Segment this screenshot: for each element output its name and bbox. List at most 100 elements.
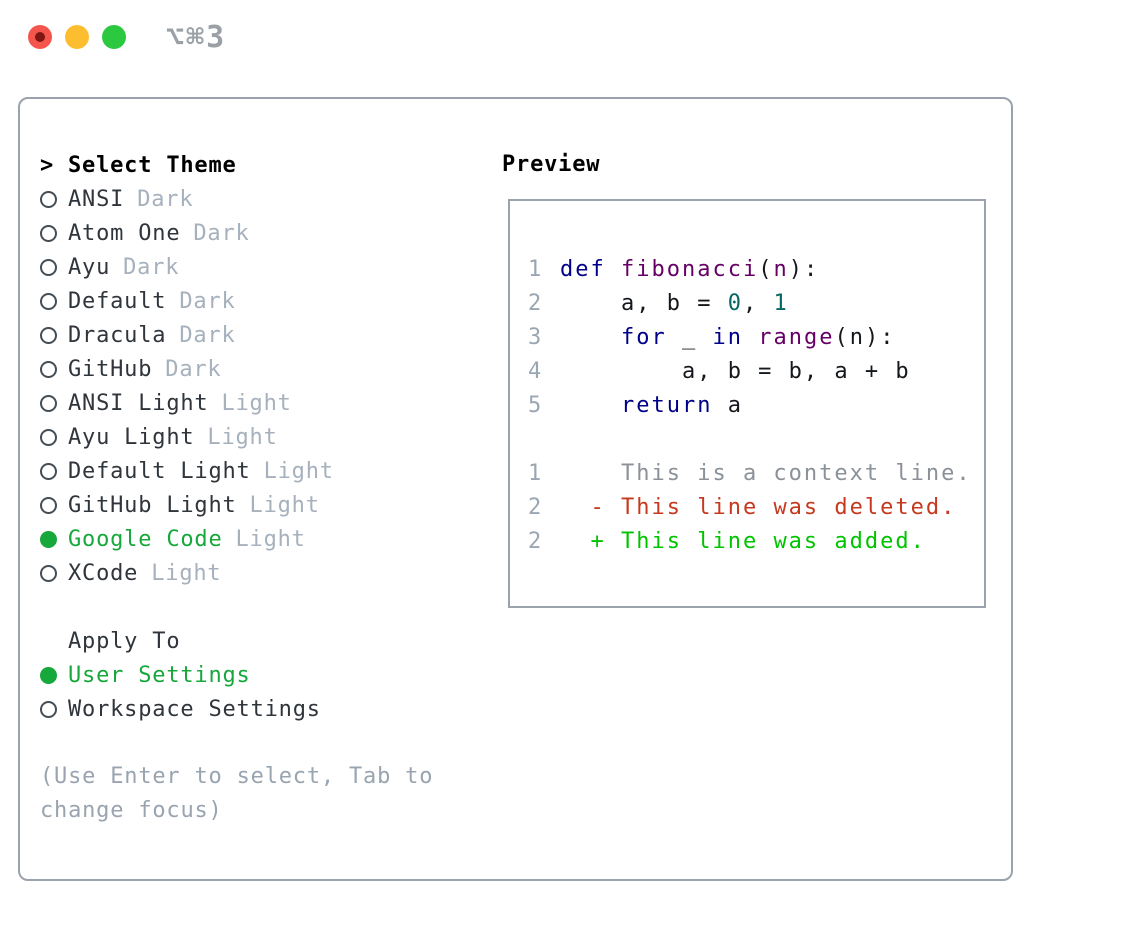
line-content: def fibonacci(n):	[560, 253, 819, 287]
radio-icon	[40, 462, 57, 480]
line-number: 2	[528, 529, 544, 554]
spacer	[40, 590, 480, 624]
theme-list-column: > Select Theme ANSI Dark Atom One Dark A…	[40, 148, 480, 828]
theme-name: GitHub Light	[68, 492, 237, 518]
apply-to-option[interactable]: User Settings	[40, 658, 480, 692]
code-segment: def	[560, 257, 606, 282]
theme-list-item[interactable]: Ayu Light Light	[40, 420, 480, 454]
line-content: - This line was deleted.	[560, 491, 956, 525]
theme-variant: Light	[207, 424, 278, 450]
minimize-button[interactable]	[65, 25, 89, 49]
code-segment: ,	[742, 291, 774, 316]
apply-option-name: User Settings	[68, 662, 251, 688]
theme-name: Ayu	[68, 254, 111, 280]
code-segment: This is a context line.	[620, 461, 972, 486]
radio-icon	[40, 564, 57, 582]
theme-name: ANSI	[68, 186, 125, 212]
code-segment: for	[620, 325, 667, 350]
close-button[interactable]	[28, 25, 52, 49]
theme-name: Atom One	[68, 220, 181, 246]
code-segment: ):	[788, 257, 820, 282]
code-segment	[560, 325, 621, 350]
line-number: 2	[528, 495, 544, 520]
prompt-caret-icon: >	[40, 152, 55, 178]
theme-variant: Dark	[193, 220, 250, 246]
preview-line: 3 for _ in range(n):	[528, 321, 984, 355]
theme-variant: Dark	[123, 254, 180, 280]
code-segment	[560, 495, 591, 520]
select-theme-header: > Select Theme	[40, 148, 480, 182]
line-number: 2	[528, 291, 544, 316]
code-segment: _	[666, 325, 713, 350]
theme-variant: Dark	[165, 356, 222, 382]
help-text: (Use Enter to select, Tab to change focu…	[40, 764, 434, 823]
apply-to-list: User Settings Workspace Settings	[40, 658, 480, 726]
code-segment: + This line was added.	[590, 529, 926, 554]
theme-variant: Light	[221, 390, 292, 416]
code-segment	[606, 257, 621, 282]
theme-list-item[interactable]: Google Code Light	[40, 522, 480, 556]
radio-icon	[40, 496, 57, 514]
line-number: 1	[528, 257, 544, 282]
theme-variant: Light	[263, 458, 334, 484]
theme-name: XCode	[68, 560, 139, 586]
theme-list-item[interactable]: ANSI Dark	[40, 182, 480, 216]
line-content: for _ in range(n):	[560, 321, 895, 355]
code-lines: 1 def fibonacci(n): 2 a, b = 0, 1 3 for …	[528, 253, 984, 423]
theme-variant: Light	[249, 492, 320, 518]
code-segment	[560, 393, 621, 418]
theme-list-item[interactable]: GitHub Dark	[40, 352, 480, 386]
preview-line: 2 a, b = 0, 1	[528, 287, 984, 321]
theme-list-item[interactable]: Default Dark	[40, 284, 480, 318]
theme-list-item[interactable]: GitHub Light Light	[40, 488, 480, 522]
code-segment: 0	[727, 291, 743, 316]
code-segment: a, b =	[560, 291, 728, 316]
line-number: 3	[528, 325, 544, 350]
radio-icon	[40, 326, 57, 344]
radio-icon	[40, 428, 57, 446]
line-content: a, b = 0, 1	[560, 287, 789, 321]
code-segment: n	[773, 257, 789, 282]
theme-name: Ayu Light	[68, 424, 195, 450]
titlebar: ⌥⌘3	[0, 0, 1140, 70]
apply-to-header: Apply To	[40, 624, 480, 658]
code-segment: range	[758, 325, 835, 350]
radio-icon	[40, 360, 57, 378]
radio-icon	[40, 394, 57, 412]
code-segment: fibonacci	[621, 257, 759, 282]
theme-variant: Dark	[179, 288, 236, 314]
code-segment: return	[620, 393, 713, 418]
radio-icon	[40, 258, 57, 276]
preview-line: 2 - This line was deleted.	[528, 491, 984, 525]
code-segment: a	[712, 393, 743, 418]
line-content: This is a context line.	[560, 457, 972, 491]
zoom-button[interactable]	[102, 25, 126, 49]
theme-picker-panel: > Select Theme ANSI Dark Atom One Dark A…	[18, 97, 1013, 881]
theme-variant: Dark	[137, 186, 194, 212]
preview-box: 1 def fibonacci(n): 2 a, b = 0, 1 3 for …	[508, 199, 986, 608]
preview-line: 4 a, b = b, a + b	[528, 355, 984, 389]
line-number: 1	[528, 461, 544, 486]
theme-list-item[interactable]: Dracula Dark	[40, 318, 480, 352]
theme-list-item[interactable]: Ayu Dark	[40, 250, 480, 284]
code-segment: - This line was deleted.	[590, 495, 957, 520]
theme-variant: Light	[235, 526, 306, 552]
theme-variant: Dark	[179, 322, 236, 348]
theme-name: Default Light	[68, 458, 251, 484]
radio-icon	[40, 700, 57, 718]
line-content: + This line was added.	[560, 525, 926, 559]
code-segment	[560, 529, 591, 554]
theme-list-item[interactable]: Default Light Light	[40, 454, 480, 488]
theme-list-item[interactable]: Atom One Dark	[40, 216, 480, 250]
code-segment: 1	[773, 291, 789, 316]
theme-list-item[interactable]: XCode Light	[40, 556, 480, 590]
apply-to-option[interactable]: Workspace Settings	[40, 692, 480, 726]
preview-line: 1 This is a context line.	[528, 457, 984, 491]
theme-name: Dracula	[68, 322, 167, 348]
line-number: 5	[528, 393, 544, 418]
apply-option-name: Workspace Settings	[68, 696, 321, 722]
theme-list-item[interactable]: ANSI Light Light	[40, 386, 480, 420]
preview-line: 2 + This line was added.	[528, 525, 984, 559]
theme-name: Google Code	[68, 526, 223, 552]
code-segment	[560, 461, 621, 486]
